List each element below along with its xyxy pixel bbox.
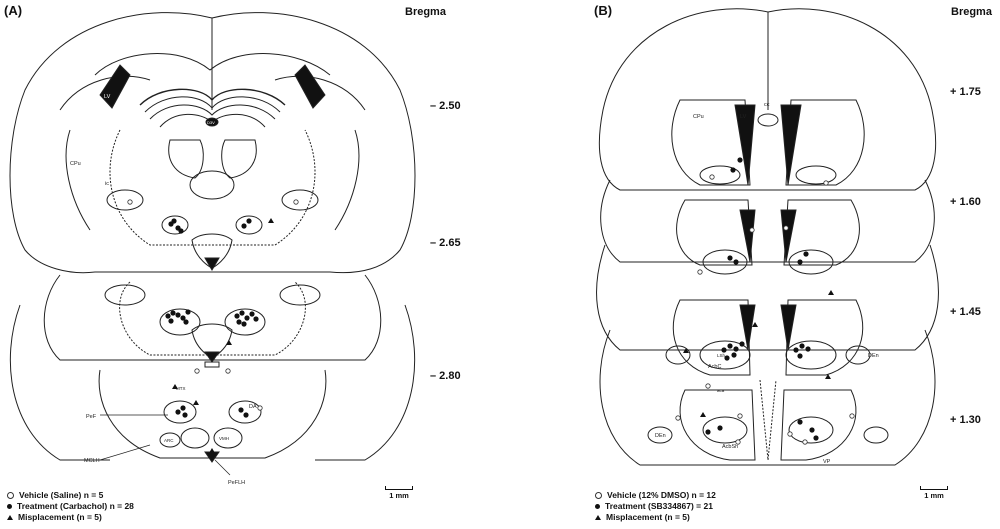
panel-a-bregma-title: Bregma — [405, 6, 446, 18]
panel-a-label: (A) — [4, 3, 23, 18]
filled-circle-icon — [595, 504, 600, 509]
panel-b-bregma-title: Bregma — [951, 6, 992, 18]
label-vmh: VMH — [219, 436, 229, 441]
panel-a-legend: Vehicle (Saline) n = 5 Treatment (Carbac… — [6, 490, 134, 523]
label-pefln: PeFLH — [228, 480, 245, 486]
panel-a-level-2: – 2.65 — [430, 237, 461, 249]
triangle-icon — [7, 515, 13, 520]
panel-b-level-1: + 1.75 — [950, 86, 981, 98]
label-lv-a: LV — [104, 94, 111, 100]
panel-b-level-2: + 1.60 — [950, 196, 981, 208]
panel-a-section-1-outline — [9, 12, 416, 274]
panel-b-section-2-outline — [600, 179, 935, 263]
panel-a-markers — [165, 218, 274, 453]
label-den-left: DEn — [655, 433, 666, 439]
legend-b-vehicle: Vehicle (12% DMSO) n = 12 — [594, 490, 716, 501]
label-lsh: LSh — [717, 353, 726, 358]
label-da: DA — [249, 404, 257, 410]
legend-a-misplacement: Misplacement (n = 5) — [6, 512, 134, 523]
label-pef: PeF — [86, 414, 97, 420]
open-circle-icon — [7, 492, 14, 499]
panel-a-level-3: – 2.80 — [430, 370, 461, 382]
panel-b-legend: Vehicle (12% DMSO) n = 12 Treatment (SB3… — [594, 490, 716, 523]
panel-a-vehicle-markers — [127, 199, 299, 411]
label-d3v-a: D3V — [207, 120, 215, 125]
label-cc: cc — [764, 102, 770, 108]
legend-a-vehicle: Vehicle (Saline) n = 5 — [6, 490, 134, 501]
open-circle-icon — [595, 492, 602, 499]
panel-b-level-4: + 1.30 — [950, 414, 981, 426]
label-ic-a: ic — [105, 181, 109, 187]
label-mtx: MTX — [176, 386, 186, 391]
panel-b-markers — [683, 157, 834, 441]
label-arc: ARC — [164, 438, 174, 443]
filled-circle-icon — [7, 504, 12, 509]
label-vp: VP — [823, 459, 831, 465]
panel-a-section-3-outline — [9, 304, 416, 461]
panel-b-label: (B) — [594, 3, 613, 18]
panel-b-level-3: + 1.45 — [950, 306, 981, 318]
label-cpu-a: CPu — [70, 161, 81, 167]
label-den-right: DEn — [868, 353, 879, 359]
label-aca: aca — [717, 388, 725, 393]
panel-a-scale-bar: 1 mm — [385, 486, 413, 500]
label-lv-b: LV — [740, 114, 747, 120]
triangle-icon — [595, 515, 601, 520]
legend-b-misplacement: Misplacement (n = 5) — [594, 512, 716, 523]
panel-b-section-1-outline — [598, 8, 937, 191]
label-acbc: AcbC — [708, 364, 721, 370]
label-cpu-b: CPu — [693, 114, 704, 120]
panel-a-section-2-outline — [43, 274, 382, 361]
panel-a-level-1: – 2.50 — [430, 100, 461, 112]
panel-b-section-4-outline — [599, 329, 936, 466]
panel-b-scale-bar: 1 mm — [920, 486, 948, 500]
legend-b-treatment: Treatment (SB334867) = 21 — [594, 501, 716, 512]
label-mclh: MCLH — [84, 458, 100, 464]
panel-b-vehicle-markers — [675, 174, 855, 445]
legend-a-treatment: Treatment (Carbachol) n = 28 — [6, 501, 134, 512]
panel-b-section-3-outline — [596, 244, 939, 351]
label-acbsh: AcbSh — [722, 444, 738, 450]
